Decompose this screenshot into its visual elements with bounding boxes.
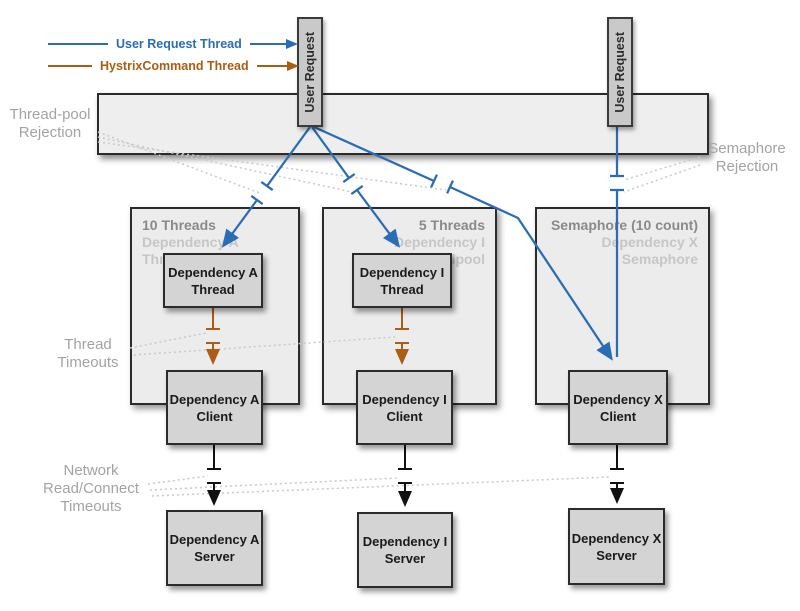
- node-label-line1: Dependency A: [169, 391, 260, 407]
- legend: User Request Thread HystrixCommand Threa…: [48, 33, 299, 77]
- annotation-semaphore-rejection: Semaphore Rejection: [698, 140, 796, 176]
- node-label-line1: Dependency X: [573, 391, 663, 407]
- annotation-thread-pool-rejection: Thread-pool Rejection: [4, 106, 96, 142]
- node-dependency-a-thread: Dependency A Thread: [163, 253, 263, 308]
- node-label-line2: Server: [194, 549, 235, 564]
- user-request-label: User Request: [613, 31, 627, 113]
- panel-header: Semaphore (10 count) Dependency X Semaph…: [537, 209, 708, 268]
- annotation-line: Network: [63, 462, 119, 479]
- node-dependency-i-server: Dependency I Server: [357, 512, 453, 588]
- node-dependency-i-thread: Dependency I Thread: [352, 253, 452, 308]
- node-label-line1: Dependency I: [362, 391, 447, 407]
- arrow-right-icon: [286, 61, 299, 71]
- user-request-line-sample: [48, 43, 108, 45]
- legend-item-user-request-thread: User Request Thread: [48, 33, 299, 55]
- annotation-line: Rejection: [18, 124, 82, 141]
- node-label-line2: Server: [384, 551, 426, 566]
- annotation-line: Thread-pool: [9, 106, 91, 123]
- node-dependency-x-server: Dependency X Server: [568, 508, 665, 585]
- panel-subtitle: Dependency X Semaphore: [601, 234, 698, 267]
- annotation-line: Timeouts: [57, 354, 119, 371]
- user-request-box-left: User Request: [297, 17, 323, 127]
- user-request-label: User Request: [303, 31, 317, 113]
- legend-item-hystrix-command-thread: HystrixCommand Thread: [48, 55, 299, 77]
- user-request-line-sample: [249, 43, 286, 45]
- node-label-line2: Thread: [380, 281, 424, 297]
- node-dependency-x-client: Dependency X Client: [568, 370, 668, 445]
- annotation-line: Rejection: [715, 158, 779, 175]
- arrow-right-icon: [285, 39, 298, 49]
- annotation-line: Timeouts: [60, 498, 122, 515]
- annotation-line: Read/Connect: [43, 480, 139, 497]
- user-request-box-right: User Request: [607, 17, 633, 127]
- node-label-line1: Dependency A: [168, 264, 258, 280]
- hystrix-command-line-sample: [256, 65, 287, 67]
- legend-label: User Request Thread: [116, 37, 242, 51]
- node-dependency-a-server: Dependency A Server: [166, 510, 263, 586]
- node-label-line2: Client: [386, 408, 423, 424]
- node-dependency-a-client: Dependency A Client: [166, 370, 263, 445]
- panel-title: 10 Threads: [142, 217, 216, 233]
- annotation-network-timeouts: Network Read/Connect Timeouts: [32, 462, 150, 516]
- hystrix-command-line-sample: [48, 65, 92, 67]
- node-dependency-i-client: Dependency I Client: [356, 370, 453, 445]
- legend-label: HystrixCommand Thread: [100, 59, 249, 73]
- node-label-line1: Dependency I: [359, 264, 445, 280]
- annotation-line: Thread: [64, 336, 112, 353]
- annotation-thread-timeouts: Thread Timeouts: [46, 336, 130, 372]
- node-label-line1: Dependency I: [362, 534, 448, 549]
- node-label-line1: Dependency X: [571, 530, 662, 546]
- node-label-line2: Server: [596, 547, 637, 563]
- annotation-line: Semaphore: [708, 140, 786, 157]
- node-label-line2: Client: [196, 408, 233, 424]
- network-timeout-lines: [207, 445, 624, 507]
- node-label-line1: Dependency A: [169, 532, 260, 547]
- panel-title: 5 Threads: [418, 217, 485, 233]
- node-label-line2: Client: [599, 408, 637, 424]
- panel-title: Semaphore (10 count): [550, 217, 698, 233]
- node-label-line2: Thread: [191, 281, 235, 297]
